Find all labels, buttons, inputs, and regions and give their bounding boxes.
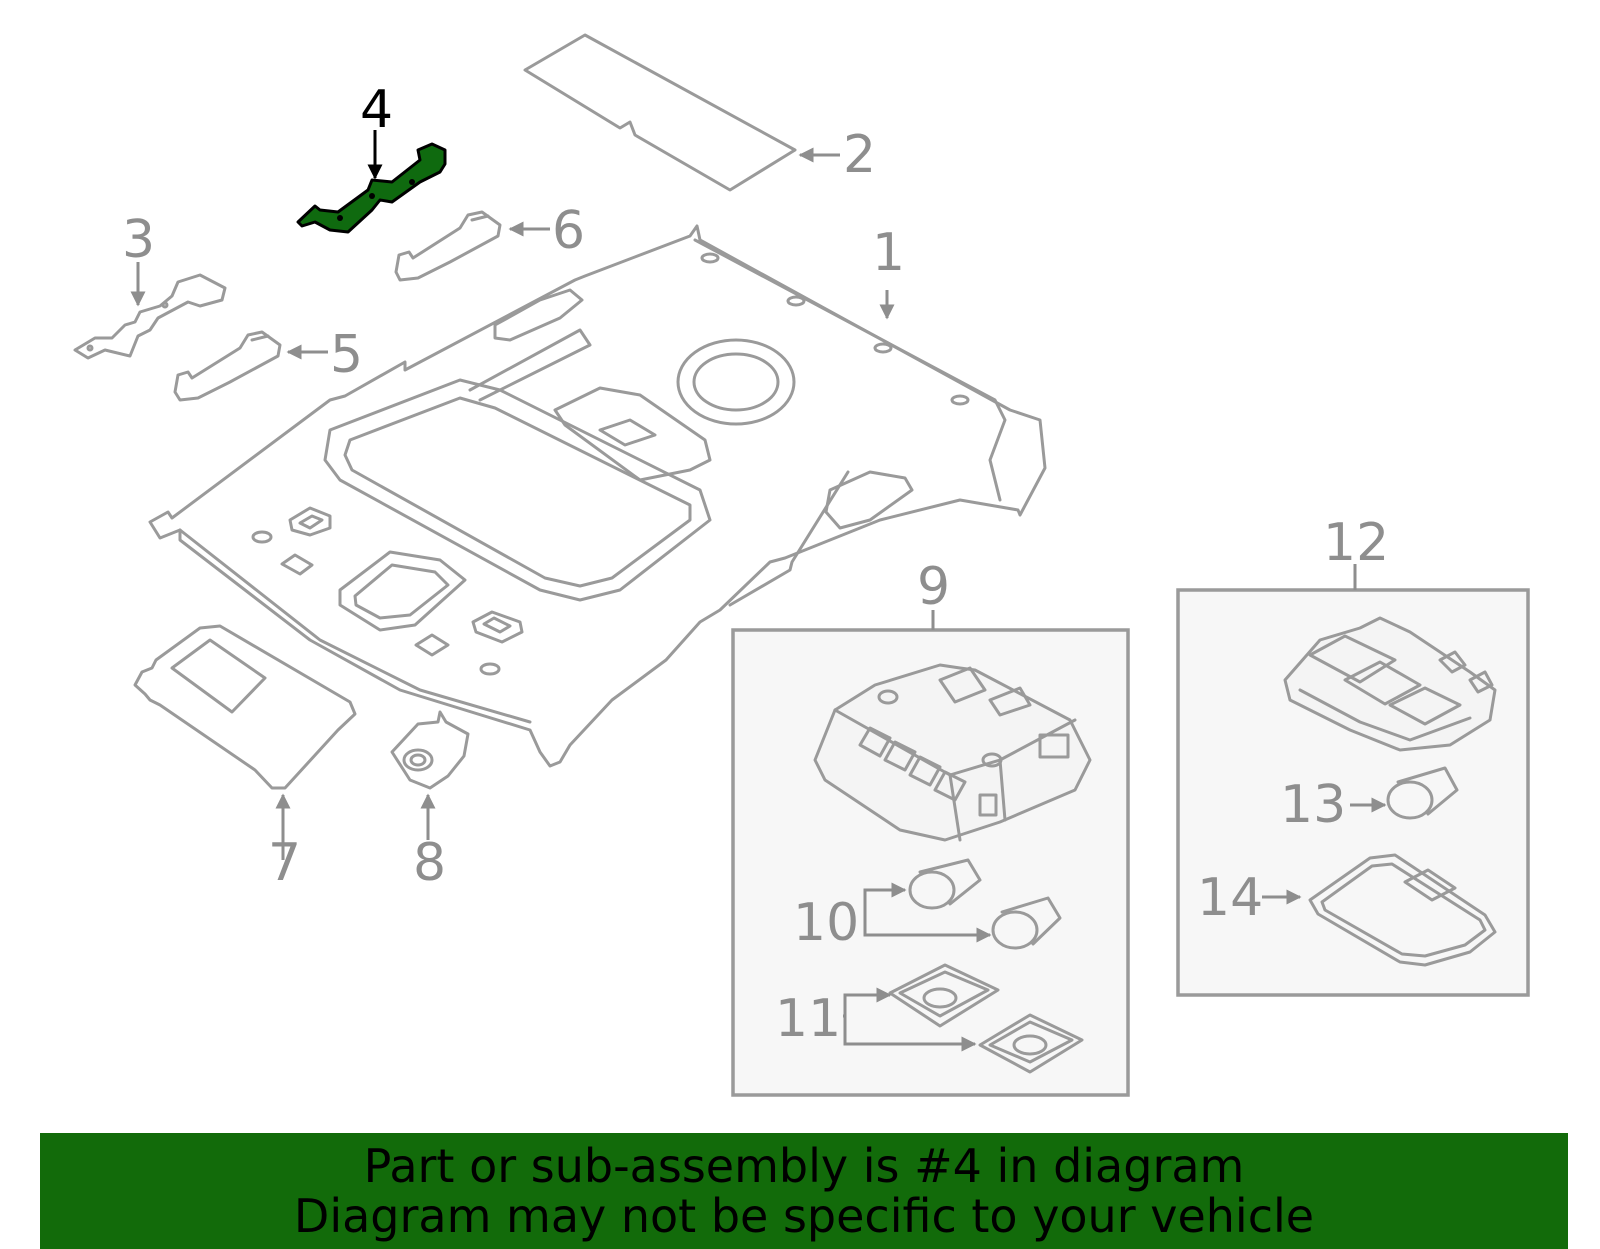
part-5-grab-handle[interactable] — [173, 330, 282, 402]
callout-10: 10 — [793, 893, 859, 953]
part-11-lens-b[interactable] — [978, 1013, 1084, 1074]
part-6-grab-handle[interactable] — [394, 210, 502, 282]
callout-7: 7 — [268, 833, 301, 893]
part-11-lens-a[interactable] — [888, 963, 1000, 1028]
part-14-lens[interactable] — [1308, 853, 1497, 967]
parts-diagram: 1 2 3 4 5 6 7 8 9 10 11 12 13 14 — [73, 33, 1530, 1097]
banner-line-2: Diagram may not be specific to your vehi… — [293, 1189, 1315, 1243]
part-3-bracket[interactable] — [73, 273, 227, 360]
callout-13: 13 — [1280, 775, 1346, 835]
part-7-sun-visor[interactable] — [133, 624, 357, 790]
callout-3: 3 — [122, 210, 155, 270]
callout-5: 5 — [330, 325, 363, 385]
info-banner: Part or sub-assembly is #4 in diagram Di… — [40, 1133, 1568, 1249]
part-8-holder[interactable] — [390, 710, 470, 790]
callout-2: 2 — [843, 125, 876, 185]
callout-4: 4 — [360, 80, 393, 140]
part-2-roof-pad[interactable] — [523, 33, 797, 192]
part-13-bulb[interactable] — [1386, 766, 1459, 820]
part-4-bracket[interactable] — [296, 142, 447, 234]
callout-14: 14 — [1197, 868, 1263, 928]
part-10-bulb-b[interactable] — [991, 896, 1062, 950]
callout-9: 9 — [917, 557, 950, 617]
part-10-bulb-a[interactable] — [908, 858, 982, 910]
callout-1: 1 — [872, 223, 905, 283]
callout-12: 12 — [1323, 513, 1389, 573]
callout-11: 11 — [775, 989, 841, 1049]
part-12-lamp-housing[interactable] — [1283, 616, 1497, 752]
banner-line-1: Part or sub-assembly is #4 in diagram — [363, 1139, 1245, 1193]
part-1-headliner[interactable] — [148, 224, 1047, 768]
callout-6: 6 — [552, 201, 585, 261]
callout-8: 8 — [413, 833, 446, 893]
part-9-dome-lamp[interactable] — [813, 663, 1092, 842]
